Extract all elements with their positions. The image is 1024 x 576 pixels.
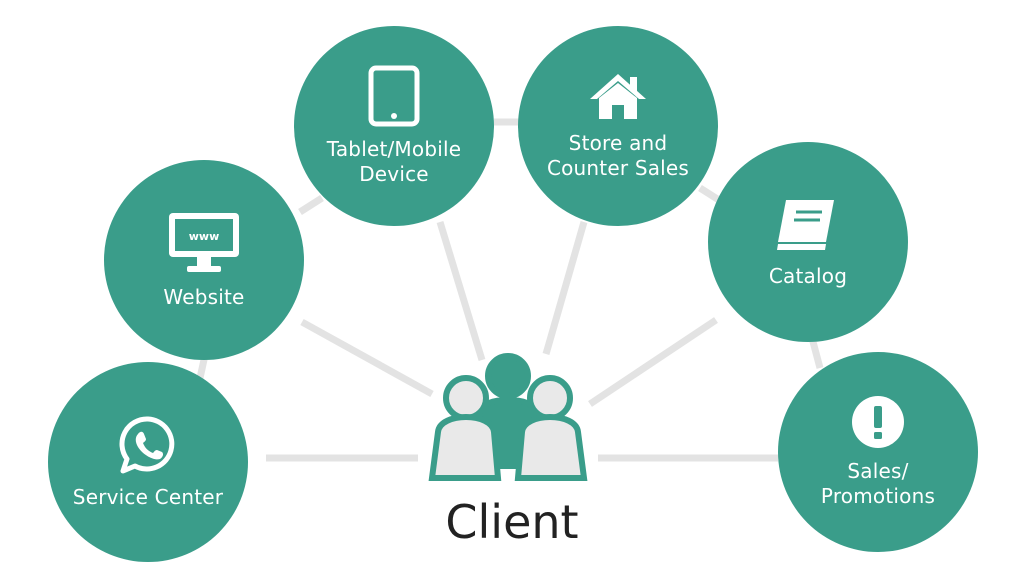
channel-label: Service Center	[72, 484, 224, 509]
exclamation-icon	[852, 396, 904, 448]
channel-label: Catalog	[768, 263, 848, 288]
channel-website: www Website	[104, 160, 304, 360]
whatsapp-icon	[119, 415, 175, 473]
connector-tablet-client	[436, 220, 486, 362]
channel-label: Store and Counter Sales	[546, 131, 690, 180]
channel-sales-promotions: Sales/ Promotions	[778, 352, 978, 552]
channel-catalog: Catalog	[708, 142, 908, 342]
connector-website-client	[300, 318, 434, 398]
book-icon	[777, 199, 834, 250]
channel-label: Tablet/Mobile Device	[326, 137, 462, 186]
connector-website-tablet	[298, 195, 324, 215]
connector-store-client	[542, 221, 588, 355]
monitor-icon: www	[169, 212, 239, 272]
channel-store-counter: Store and Counter Sales	[518, 26, 718, 226]
channel-label: Website	[163, 284, 245, 309]
channel-tablet-mobile: Tablet/Mobile Device	[294, 26, 494, 226]
people-group-icon	[428, 353, 588, 481]
channel-service-center: Service Center	[48, 362, 248, 562]
client-label: Client	[445, 495, 579, 549]
connector-catalog-sales	[808, 337, 824, 369]
connector-catalog-client	[588, 317, 718, 407]
tablet-icon	[368, 65, 420, 127]
monitor-www-text: www	[189, 230, 220, 243]
channel-label: Sales/ Promotions	[820, 459, 936, 508]
house-icon	[590, 74, 646, 119]
